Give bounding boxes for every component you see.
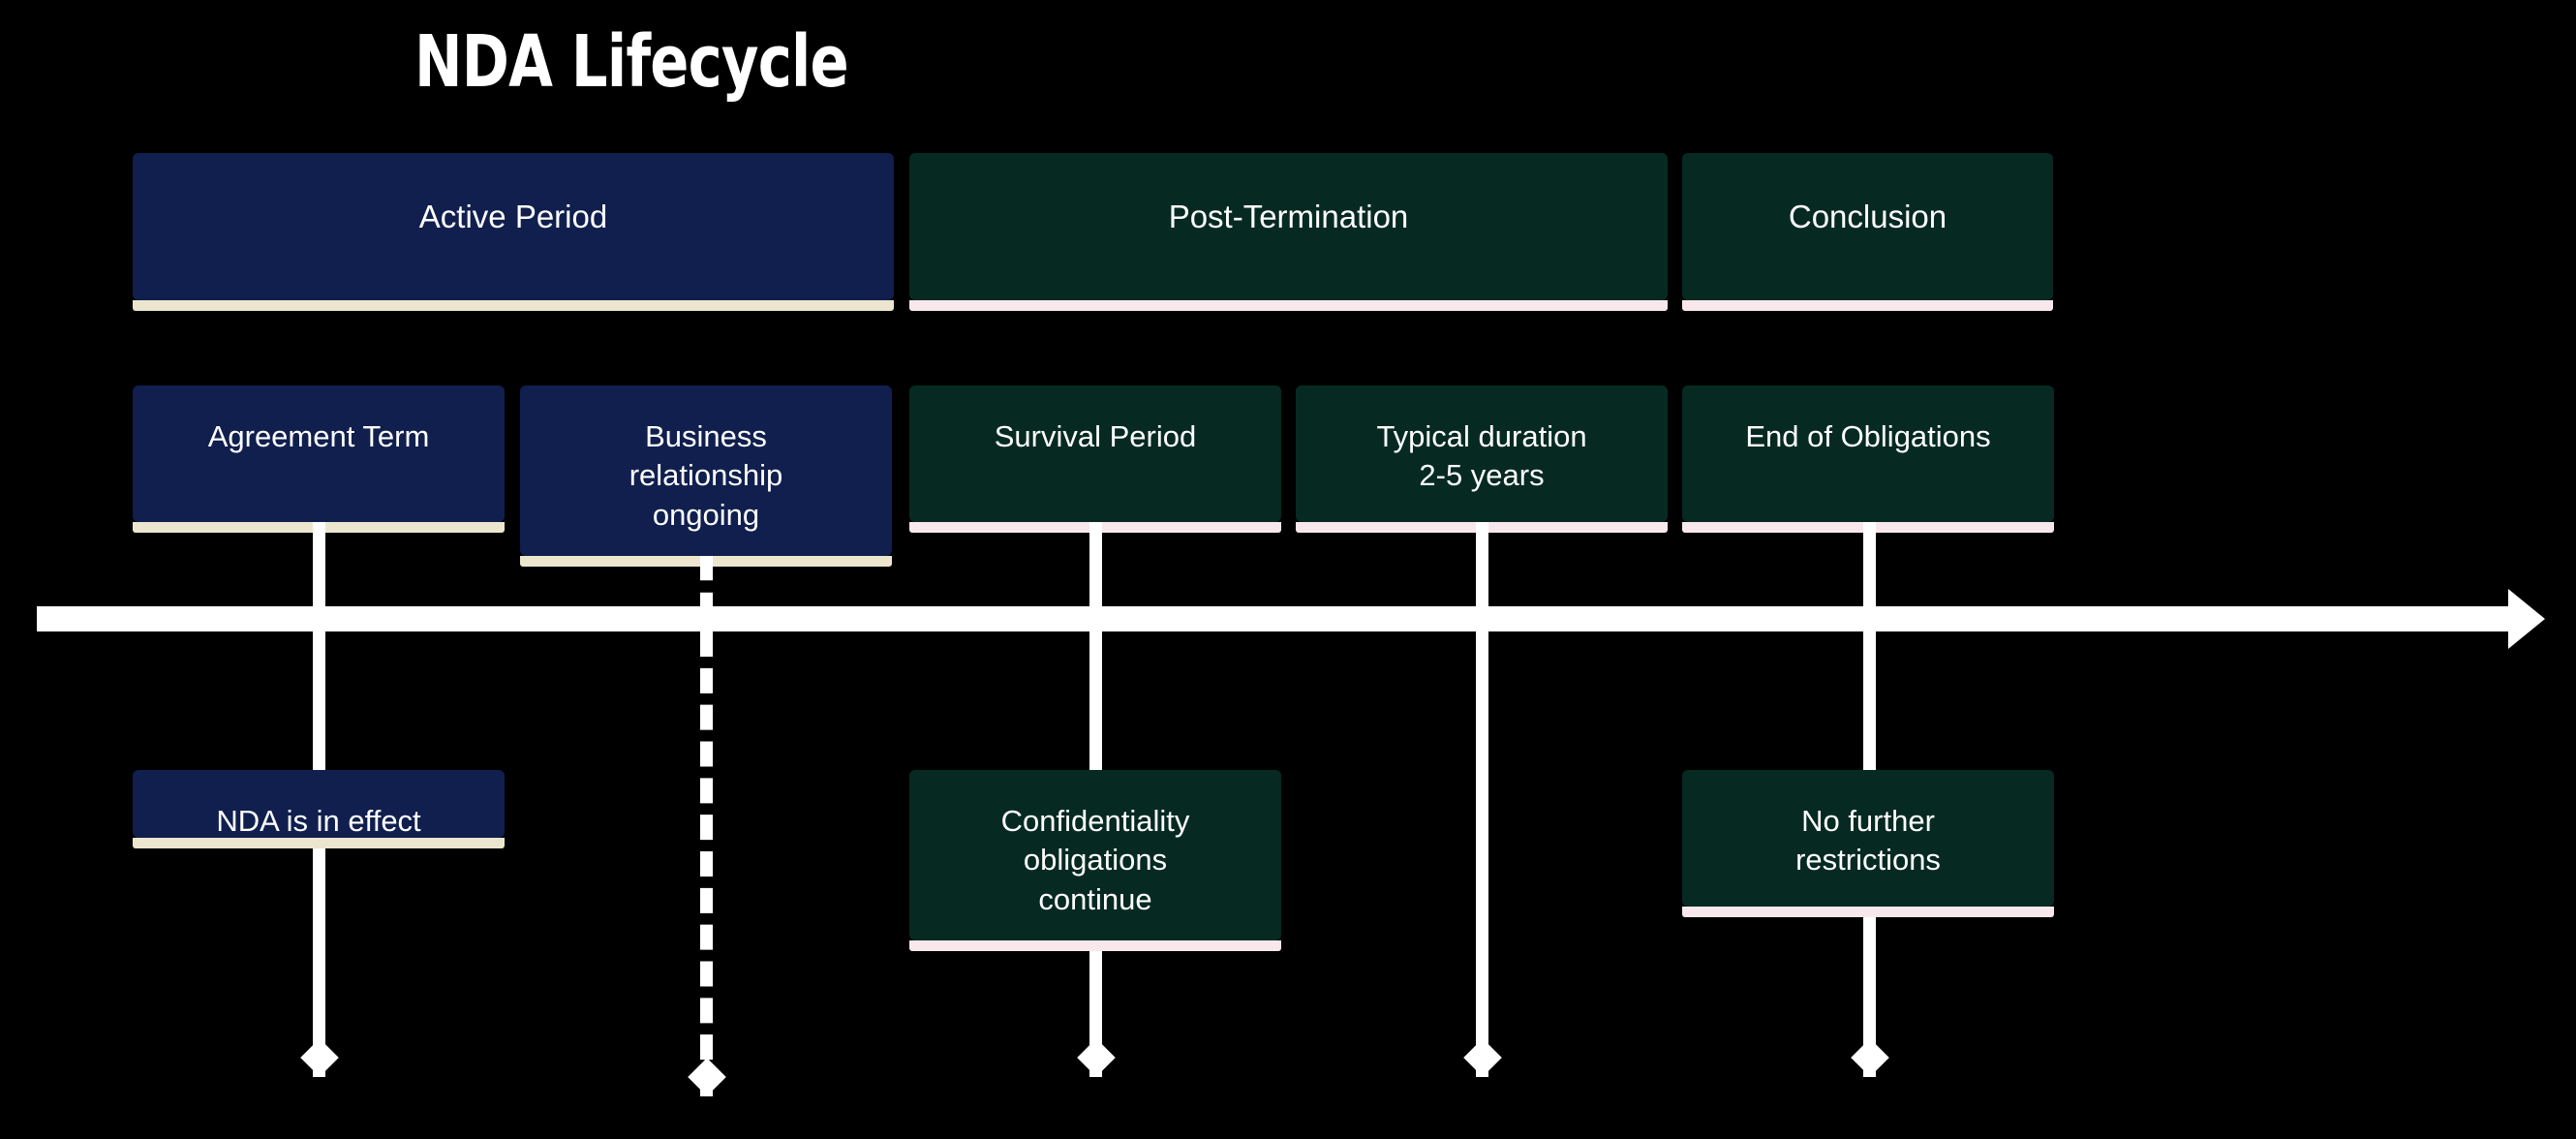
connector-business-relationship-down	[700, 631, 713, 1096]
milestone-survival-period[interactable]: Survival Period	[909, 385, 1281, 533]
connector-nda-in-effect-down	[313, 631, 325, 1077]
milestone-label: End of Obligations	[1745, 419, 1991, 453]
endpoint-marker	[1463, 1038, 1502, 1077]
milestone-label: Business relationship ongoing	[629, 419, 783, 532]
milestone-agreement-term[interactable]: Agreement Term	[133, 385, 505, 533]
connector-business-relationship-up	[700, 556, 713, 617]
endpoint-marker	[688, 1058, 726, 1096]
phase-band-conclusion[interactable]: Conclusion	[1682, 153, 2053, 311]
endpoint-marker	[1851, 1038, 1889, 1077]
milestone-label: Typical duration 2-5 years	[1376, 419, 1587, 493]
detail-confidentiality-continues[interactable]: Confidentiality obligations continue	[909, 770, 1281, 951]
milestone-label: Agreement Term	[207, 419, 430, 453]
connector-typical-duration-up	[1476, 522, 1488, 617]
milestone-end-of-obligations[interactable]: End of Obligations	[1682, 385, 2054, 533]
endpoint-marker	[1077, 1038, 1116, 1077]
phase-band-label: Conclusion	[1788, 199, 1947, 234]
milestone-typical-duration[interactable]: Typical duration 2-5 years	[1296, 385, 1668, 533]
detail-nda-in-effect[interactable]: NDA is in effect	[133, 770, 505, 848]
endpoint-marker	[300, 1038, 339, 1077]
phase-band-label: Post-Termination	[1168, 199, 1409, 234]
milestone-label: Survival Period	[994, 419, 1197, 453]
detail-label: NDA is in effect	[216, 804, 421, 838]
phase-band-post-termination[interactable]: Post-Termination	[909, 153, 1668, 311]
phase-band-active-period[interactable]: Active Period	[133, 153, 894, 311]
detail-label: Confidentiality obligations continue	[1000, 804, 1190, 916]
detail-no-further-restrictions[interactable]: No further restrictions	[1682, 770, 2054, 917]
timeline-axis-line	[37, 606, 2518, 631]
page-title: NDA Lifecycle	[414, 20, 849, 104]
connector-end-of-obligations-up	[1863, 522, 1876, 617]
connector-agreement-term-up	[313, 522, 325, 617]
phase-band-label: Active Period	[418, 199, 608, 234]
milestone-business-relationship[interactable]: Business relationship ongoing	[520, 385, 892, 567]
connector-typical-duration-down	[1476, 631, 1488, 1077]
connector-survival-period-up	[1089, 522, 1102, 617]
detail-label: No further restrictions	[1795, 804, 1941, 877]
timeline-arrow-icon	[2508, 589, 2545, 649]
